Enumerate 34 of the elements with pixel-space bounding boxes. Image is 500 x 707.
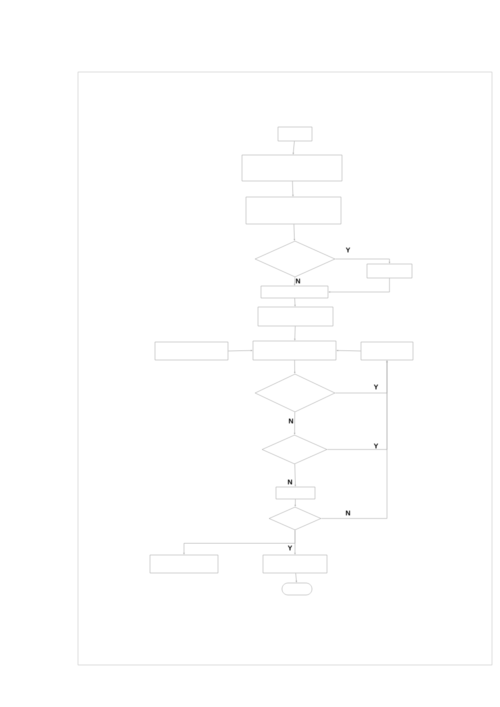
process-box [276,486,316,500]
process-box [154,342,228,360]
process-box [360,342,414,360]
arrow [294,360,296,374]
process-box [246,196,342,224]
process-box [262,554,328,574]
decision-diamond [254,240,336,278]
arrow [294,224,296,241]
arrow [321,360,388,519]
arrow [292,141,295,154]
arrow [183,530,296,554]
process-box [252,340,336,360]
arrow [228,350,252,352]
arrow [294,464,296,486]
decision-diamond [254,374,336,412]
arrow [294,412,296,434]
arrow [336,350,361,352]
arrow [335,258,390,264]
arrow [294,298,296,306]
end-terminal [282,582,312,596]
process-box [366,264,412,278]
start-terminal [278,126,312,142]
decision-diamond [262,434,328,464]
arrow [328,278,390,293]
process-box [258,306,334,326]
decision-diamond [268,506,322,530]
arrow [294,499,296,506]
arrow [294,326,296,340]
process-box [150,554,218,574]
arrow [294,277,296,286]
process-box [242,154,342,182]
arrow [292,181,294,196]
process-box [260,286,328,298]
arrow [295,573,298,582]
